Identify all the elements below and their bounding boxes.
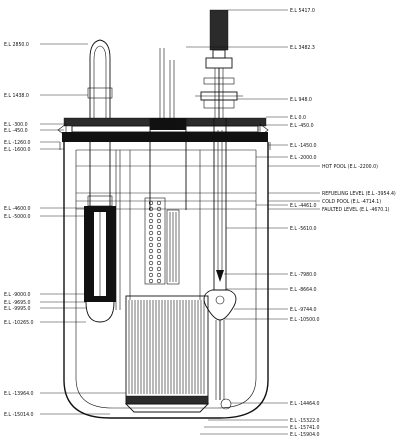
plate-hole	[156, 260, 162, 266]
elevation-label-left: E.L -9695.0	[4, 300, 31, 306]
elevation-label-left: E.L -9995.0	[4, 306, 31, 312]
right-elevation-labels: E.L 5417.0E.L 3482.3E.L 948.0E.L 0.0E.L …	[290, 8, 320, 438]
plate-hole	[156, 242, 162, 248]
plate-hole	[156, 248, 162, 254]
plate-hole	[148, 254, 154, 260]
elevation-label-right: E.L 3482.3	[290, 45, 315, 51]
elevation-label-right: E.L -8664.0	[290, 287, 317, 293]
elevation-label-right: E.L -1450.0	[290, 143, 317, 149]
elevation-label-left: E.L -4600.0	[4, 206, 31, 212]
plate-hole	[148, 248, 154, 254]
plate-hole	[156, 200, 162, 206]
plate-hole	[148, 218, 154, 224]
reactor-core	[124, 295, 210, 413]
pool-level-label: REFUELING LEVEL (E.L -3954.4)	[322, 191, 396, 197]
primary-pump	[203, 118, 237, 410]
elevation-label-left: E.L -9000.0	[4, 292, 31, 298]
elevation-label-left: E.L 2850.0	[4, 42, 29, 48]
control-rod-drive-mechanism	[195, 9, 243, 118]
elevation-label-right: E.L -10500.0	[290, 317, 320, 323]
elevation-label-right: E.L -9744.0	[290, 307, 317, 313]
elevation-label-left: E.L -1260.0	[4, 140, 31, 146]
upper-internal-structure	[115, 48, 201, 310]
elevation-label-right: E.L -7980.0	[290, 272, 317, 278]
heat-exchanger-left	[84, 142, 116, 323]
pool-level-label: HOT POOL (E.L -2200.0)	[322, 164, 378, 170]
intermediate-heat-exchanger-pipe	[87, 39, 113, 118]
pool-level-label: COLD POOL (E.L -4714.1)	[322, 199, 381, 205]
elevation-label-right: E.L -14464.0	[290, 401, 320, 407]
plate-hole	[156, 278, 162, 284]
pool-level-labels: HOT POOL (E.L -2200.0) REFUELING LEVEL (E…	[322, 164, 396, 213]
elevation-label-right: E.L 0.0	[290, 115, 306, 121]
elevation-label-right: E.L 948.0	[290, 97, 312, 103]
leader-lines	[40, 9, 320, 435]
elevation-label-right: E.L -15741.0	[290, 425, 320, 431]
plate-hole	[156, 218, 162, 224]
plate-hole	[148, 230, 154, 236]
plate-hole	[148, 242, 154, 248]
elevation-label-left: E.L -300.0	[4, 122, 28, 128]
plate-hole	[148, 224, 154, 230]
left-elevation-labels: E.L 2850.0E.L 1438.0E.L -300.0E.L -450.0…	[4, 42, 34, 418]
plate-hole	[156, 224, 162, 230]
plate-hole	[148, 260, 154, 266]
elevation-label-right: E.L -5610.0	[290, 226, 317, 232]
pool-level-label: FAULTED LEVEL (E.L -4670.1)	[322, 207, 390, 213]
elevation-label-left: E.L -10265.0	[4, 320, 34, 326]
elevation-label-left: E.L -1600.0	[4, 147, 31, 153]
plate-hole	[148, 278, 154, 284]
elevation-label-left: E.L -13964.0	[4, 391, 34, 397]
plate-hole	[156, 230, 162, 236]
plate-hole	[156, 272, 162, 278]
elevation-label-right: E.L -4461.0	[290, 203, 317, 209]
elevation-label-left: E.L -450.0	[4, 128, 28, 134]
plate-hole	[156, 254, 162, 260]
elevation-label-right: E.L -15322.0	[290, 418, 320, 424]
plate-hole	[148, 236, 154, 242]
elevation-label-right: E.L -2000.0	[290, 155, 317, 161]
plate-hole	[148, 266, 154, 272]
elevation-label-left: E.L 1438.0	[4, 93, 29, 99]
fuel-assemblies	[128, 300, 205, 394]
elevation-label-left: E.L -5000.0	[4, 214, 31, 220]
plate-hole	[156, 236, 162, 242]
perforated-plate	[148, 200, 162, 284]
plate-hole	[148, 212, 154, 218]
elevation-label-right: E.L -450.0	[290, 123, 314, 129]
elevation-label-left: E.L -15014.0	[4, 412, 34, 418]
plate-hole	[156, 266, 162, 272]
elevation-label-right: E.L 5417.0	[290, 8, 315, 14]
elevation-label-right: E.L -15904.0	[290, 432, 320, 438]
plate-hole	[156, 212, 162, 218]
plate-hole	[148, 272, 154, 278]
